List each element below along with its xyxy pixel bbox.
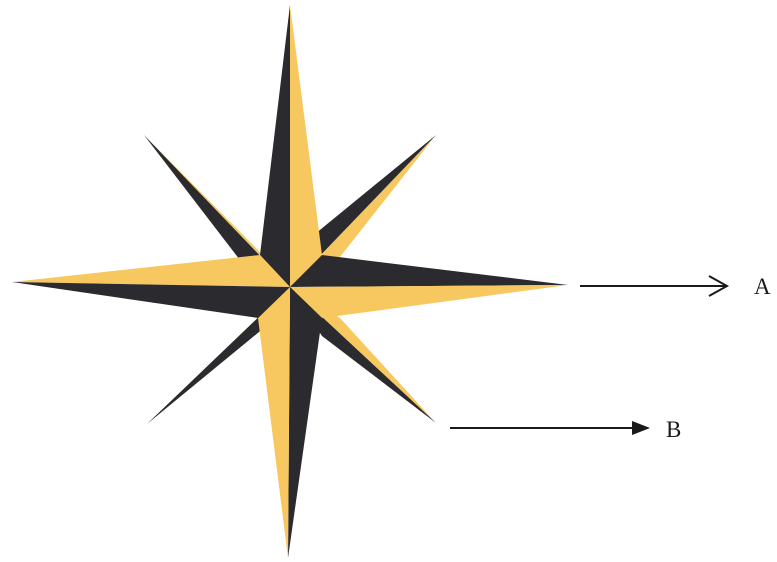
label-b: B [666,417,681,442]
west-point-dark [12,282,290,318]
north-point-dark [260,5,290,287]
arrow-a: A [580,274,771,299]
west-point-yellow [12,255,290,287]
arrow-b-head [632,421,650,435]
label-a: A [754,274,771,299]
north-point-yellow [290,5,322,287]
arrow-b: B [450,417,681,442]
east-point-dark [290,255,568,287]
east-point-yellow [290,285,568,318]
cardinal-points [12,5,568,558]
south-point-dark [288,287,322,558]
south-point-yellow [258,287,290,558]
